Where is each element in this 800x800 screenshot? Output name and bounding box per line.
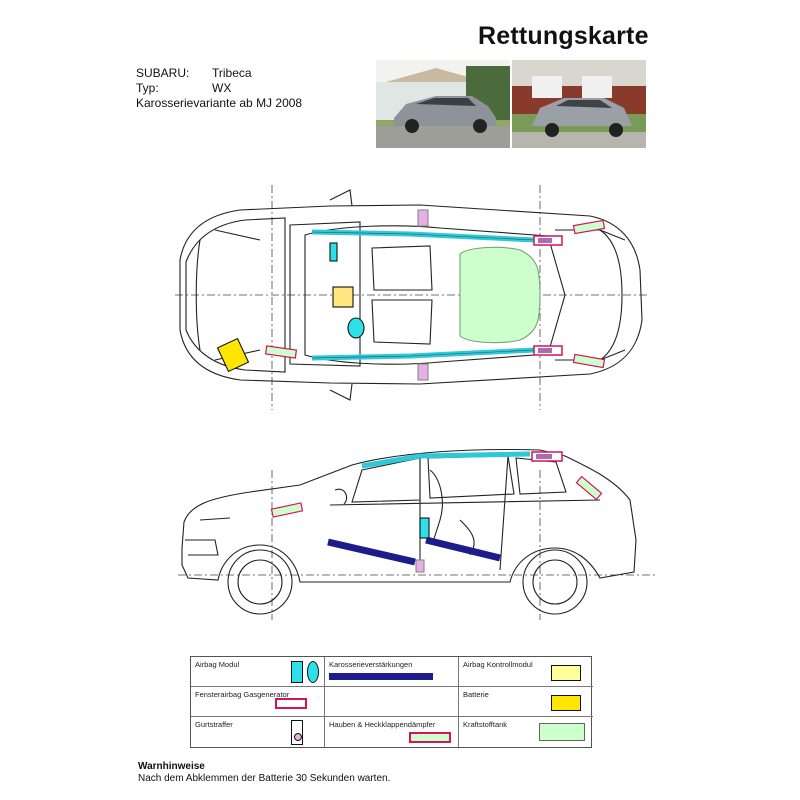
legend-hood-damper: Hauben & Heckklappendämpfer (325, 717, 459, 747)
vehicle-diagram (175, 185, 655, 620)
airbag-module-side (419, 517, 430, 539)
roof-rail-side (361, 451, 531, 469)
belt-tensioner-top-right (417, 363, 429, 381)
vehicle-photos (376, 60, 646, 148)
body-variant: Karosserievariante ab MJ 2008 (136, 96, 303, 110)
belt-tensioner-side (415, 559, 425, 573)
legend-table: Airbag Modul Karosserieverstärkungen Air… (190, 656, 593, 748)
gas-generator-swatch (275, 698, 307, 709)
battery-top (216, 337, 250, 373)
type-value: WX (212, 81, 232, 95)
make-label: SUBARU: (136, 66, 190, 80)
airbag-module-swatch-round (307, 661, 319, 683)
sill-reinforcement-front (327, 538, 416, 566)
centerlines (175, 185, 655, 620)
body-reinforcement-swatch (329, 673, 433, 680)
legend-body-reinforcement: Karosserieverstärkungen (325, 657, 459, 687)
page-title: Rettungskarte (478, 22, 649, 50)
vehicle-photo-front (376, 60, 510, 148)
hood-damper-top-front (264, 345, 298, 359)
roof-rail-right (311, 347, 536, 361)
warning-text: Nach dem Abklemmen der Batterie 30 Sekun… (138, 773, 391, 784)
airbag-module-passenger (347, 317, 365, 339)
tailgate-damper-top-right (572, 353, 606, 369)
fuel-tank-swatch (539, 723, 585, 741)
roof-rail-left (311, 229, 536, 243)
airbag-module-driver (329, 242, 338, 262)
belt-tensioner-dot (294, 733, 302, 741)
warning-notes: Warnhinweise Nach dem Abklemmen der Batt… (138, 761, 390, 785)
warning-heading: Warnhinweise (138, 761, 205, 772)
legend-fuel-tank: Kraftstofftank (459, 717, 593, 747)
legend-battery: Batterie (459, 687, 593, 717)
legend-belt-tensioner: Gurtstraffer (191, 717, 325, 747)
legend-empty-middle (325, 687, 459, 717)
top-view (179, 189, 643, 401)
sill-reinforcement-rear (425, 536, 501, 562)
airbag-control-swatch (551, 665, 581, 681)
vehicle-photo-rear (512, 60, 646, 148)
legend-airbag-module: Airbag Modul (191, 657, 325, 687)
legend-airbag-control: Airbag Kontrollmodul (459, 657, 593, 687)
belt-tensioner-top-left (417, 209, 429, 227)
battery-swatch (551, 695, 581, 711)
tailgate-damper-top-left (572, 219, 606, 235)
fuel-tank-top (459, 246, 541, 344)
tailgate-damper-side (575, 475, 603, 501)
side-view (181, 448, 637, 615)
type-label: Typ: (136, 81, 159, 95)
vehicle-info: SUBARU: Tribeca Typ: WX Karosserievarian… (136, 66, 302, 111)
airbag-module-swatch (291, 661, 303, 683)
airbag-control-top (332, 286, 354, 308)
hood-damper-side (270, 502, 304, 518)
make-value: Tribeca (212, 66, 252, 80)
legend-gas-generator: Fensterairbag Gasgenerator (191, 687, 325, 717)
hood-damper-swatch (409, 732, 451, 743)
